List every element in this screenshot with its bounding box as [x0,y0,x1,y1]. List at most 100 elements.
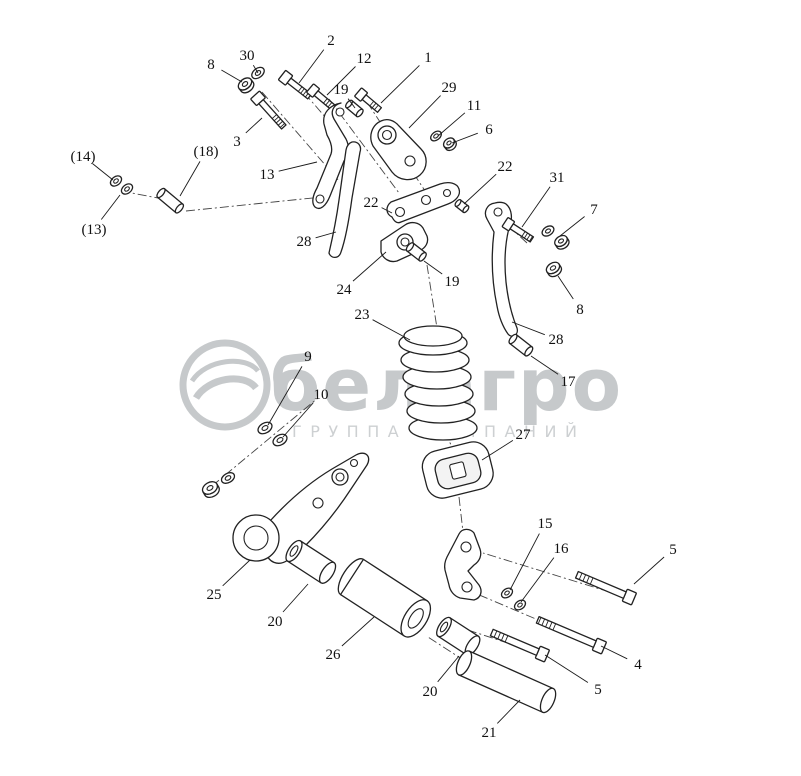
callout-label: 4 [634,657,642,673]
callout-leader-line [437,655,460,683]
callout-leader-line [298,49,325,84]
callout-label: 22 [364,195,379,211]
callout-label: 11 [467,98,481,114]
callout-label: (13) [82,222,107,238]
callout-leader-line [557,275,574,300]
callout-label: 27 [516,427,532,443]
part-26-housing [337,558,432,638]
callout-leader-line [92,163,114,181]
callout-label: 24 [337,282,353,298]
callout-label: 21 [482,725,497,741]
callout-leader-line [282,402,314,438]
callout-label: 10 [314,387,329,403]
callout-leader-line [222,559,251,587]
callout-leader-line [179,161,201,197]
callout-leader-line [544,654,589,683]
callout-leader-line [520,557,555,603]
callout-label: 2 [327,33,335,49]
callout-label: 8 [207,57,215,73]
part-11-washer [430,130,442,142]
callout-label: 23 [355,307,370,323]
callout-leader-line [481,440,514,461]
part-23-spring [398,325,478,441]
part-7-washer [541,225,555,237]
callout-leader-line [347,98,356,109]
callout-leader-line [633,556,665,585]
callout-label: 5 [594,682,602,698]
part-5-bolt-upper [574,570,637,606]
callout-leader-line [509,533,540,591]
part-8-nut [237,77,255,94]
callout-label: 15 [538,516,553,532]
callout-leader-line [600,645,628,660]
watermark-logo-leaf-icon [189,358,260,383]
callout-leader-line [252,64,259,74]
callout-leader-line [245,117,263,134]
part-31-bolt [501,217,535,243]
part-18-pin [156,187,185,214]
part-27-seat [421,441,494,499]
callout-leader-line [267,366,303,426]
callout-leader-line [278,161,318,172]
part-2-bolt [278,70,313,100]
part-9-washer [257,421,273,435]
watermark-logo-swoosh-icon [193,375,259,401]
part-8-nut-right [545,261,563,278]
callout-label: 1 [424,50,432,66]
part-21-pin [455,650,557,714]
callout-leader-line [408,95,441,129]
callout-label: 8 [576,302,584,318]
part-20-bushing-left [285,539,337,584]
callout-label: 9 [304,349,312,365]
callout-label: 17 [561,374,577,390]
part-29-bracket [370,119,427,181]
callout-label: 16 [554,541,570,557]
part-13-lever [312,102,350,210]
callout-label: 30 [240,48,255,64]
part-lower-left-washer [220,472,236,484]
callout-leader-line [100,194,121,220]
part-19-pin-mid [405,242,427,262]
part-17-pin [508,333,534,357]
callout-label: 22 [498,159,513,175]
callout-label: (14) [71,149,96,165]
callout-label: 25 [207,587,222,603]
part-22-pin [454,198,470,214]
part-19-pin-top [345,99,364,118]
callout-leader-line [326,66,356,96]
part-1-bolt [354,87,383,113]
part-16-washer [513,599,527,611]
callout-leader-line [496,699,521,724]
part-20-bushing-right [436,616,481,656]
watermark-logo-icon [179,339,271,431]
part-7-nut [554,234,570,250]
part-14-washer-a [109,175,123,187]
part-clevis-bracket [443,528,482,601]
callout-leader-line [282,583,309,613]
callout-leader-line [381,207,393,214]
callout-label: 26 [326,647,342,663]
callout-label: 19 [445,274,460,290]
part-14-washer-b [120,183,134,195]
part-4-bolt [535,615,607,655]
callout-leader-line [463,173,497,205]
callout-leader-line [315,231,337,239]
callout-leader-line [451,132,478,144]
callout-label: 13 [260,167,275,183]
callout-leader-line [352,251,387,282]
callout-label: 28 [549,332,564,348]
callout-label: 29 [442,80,457,96]
callout-leader-line [511,321,545,336]
callout-leader-line [341,616,375,647]
part-28-lever-left [328,141,362,259]
callout-leader-line [423,260,443,275]
callout-leader-line [437,112,466,137]
callout-label: 12 [357,51,372,67]
callout-leader-line [221,69,243,83]
part-22-link [386,182,461,224]
callout-leader-line [380,65,420,104]
callout-label: 6 [485,122,493,138]
callout-leader-line [521,186,551,228]
